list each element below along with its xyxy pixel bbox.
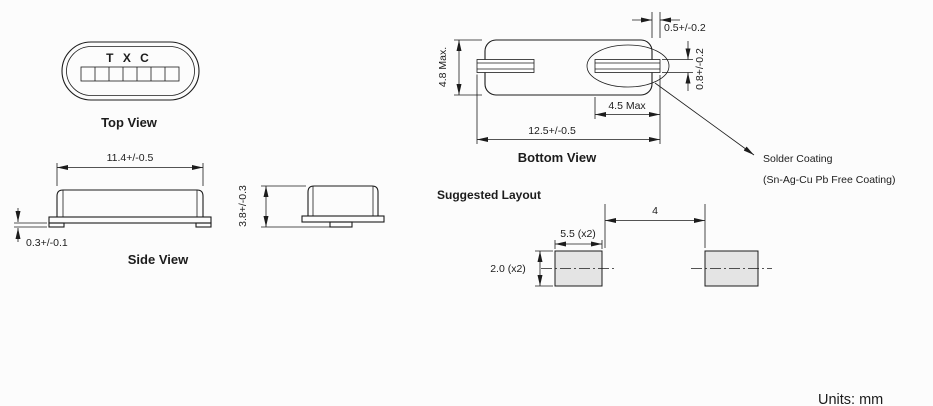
body-depth-dim-label: 4.8 Max. <box>437 47 449 87</box>
cap-seam-lines <box>312 186 374 216</box>
pad-height-dim-label: 2.0 (x2) <box>490 263 526 275</box>
lead-width-dim-label: 0.8+/-0.2 <box>694 48 706 90</box>
top-view-drawing: T X C Top View <box>61 41 200 130</box>
extension-lines <box>261 185 330 228</box>
lead-right-detail <box>595 62 660 70</box>
solder-coating-note-line2: (Sn-Ag-Cu Pb Free Coating) <box>763 174 895 186</box>
units-label: Units: mm <box>818 392 883 406</box>
package-outline-outer <box>61 41 200 101</box>
suggested-layout-drawing: Suggested Layout 4 5.5 (x2) 2.0 (x2) <box>437 188 772 287</box>
crystal-body-end <box>307 185 379 217</box>
lead-foot-left <box>48 222 65 228</box>
lead-left <box>476 59 535 73</box>
lead-thickness-dim-label: 0.3+/-0.1 <box>26 237 68 249</box>
extension-lines <box>14 222 47 228</box>
lead-left-detail <box>477 62 534 70</box>
solder-coating-note-line1: Solder Coating <box>763 153 833 165</box>
extension-lines <box>651 12 661 38</box>
end-view-drawing: 3.8+/-0.3 <box>237 185 385 228</box>
brand-mark: T X C <box>106 51 152 65</box>
extension-lines <box>56 163 204 186</box>
extension-lines <box>604 204 706 248</box>
terminal-row <box>80 66 180 82</box>
cap-seam-lines <box>62 190 198 217</box>
base-plate <box>48 216 212 224</box>
lead-right <box>594 59 661 73</box>
side-view-label: Side View <box>128 252 189 267</box>
solder-leader-arrow <box>654 82 755 156</box>
lead-foot-end <box>329 221 353 228</box>
terminal-dividers <box>94 67 166 81</box>
crystal-body-side <box>56 189 204 218</box>
side-view-drawing: 11.4+/-0.5 0.3+/-0.1 Side View <box>14 152 212 267</box>
pad-gap-dim-label: 4 <box>652 205 658 217</box>
lead-foot-right <box>195 222 212 228</box>
side-width-dim-label: 11.4+/-0.5 <box>107 152 154 164</box>
pad-width-dim-label: 5.5 (x2) <box>560 228 596 240</box>
lead-length-dim-label: 4.5 Max <box>608 100 646 112</box>
extension-lines <box>662 59 693 73</box>
lead-tip-dim-label: 0.5+/-0.2 <box>664 22 706 34</box>
body-height-dim-label: 3.8+/-0.3 <box>237 185 249 227</box>
package-outline-inner <box>66 46 195 96</box>
bottom-view-drawing: 0.5+/-0.2 4.8 Max. 0.8+/-0.2 4.5 Max 12.… <box>437 12 895 186</box>
bottom-view-label: Bottom View <box>518 150 597 165</box>
top-view-label: Top View <box>101 115 158 130</box>
overall-length-dim-label: 12.5+/-0.5 <box>528 125 576 137</box>
solder-highlight-ellipse <box>586 44 670 88</box>
base-plate-end <box>301 215 385 223</box>
extension-lines <box>554 240 603 249</box>
suggested-layout-title: Suggested Layout <box>437 188 541 202</box>
